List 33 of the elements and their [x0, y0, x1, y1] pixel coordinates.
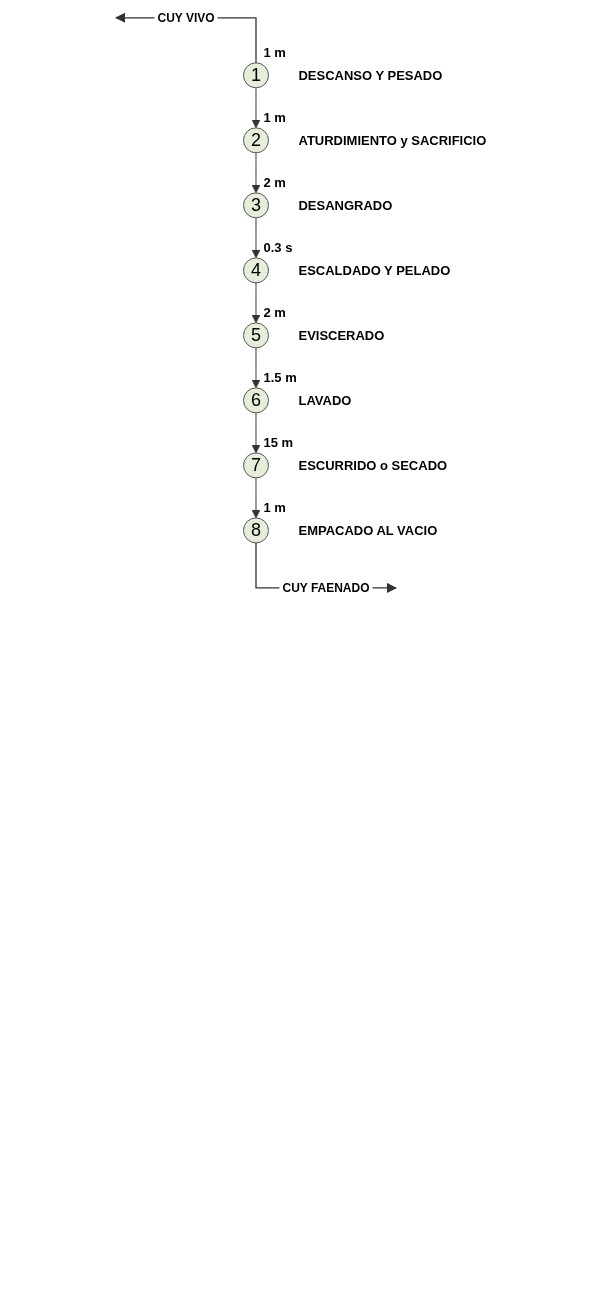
operation-label: ATURDIMIENTO y SACRIFICIO [298, 133, 487, 149]
duration-label: 1 m [263, 109, 286, 125]
node-circle: 2 [242, 127, 269, 154]
arrow [251, 412, 261, 454]
edge-label: CUY FAENADO [282, 580, 370, 595]
duration-label: 2 m [263, 174, 286, 190]
node-circle: 6 [242, 387, 269, 414]
duration-label: 2 m [263, 304, 286, 320]
operation-label: DESANGRADO [298, 198, 393, 214]
node-circle: 7 [242, 452, 269, 479]
duration-label: 15 m [263, 434, 293, 450]
node-circle: 8 [242, 517, 269, 544]
duration-label: 0.3 s [263, 239, 293, 255]
operation-label: DESCANSO Y PESADO [298, 68, 443, 84]
arrow [251, 347, 261, 389]
operation-label: LAVADO [298, 393, 352, 409]
arrow [251, 282, 261, 324]
duration-label: 1.5 m [263, 369, 297, 385]
operation-label: EVISCERADO [298, 328, 385, 344]
arrow [251, 217, 261, 259]
arrow [251, 87, 261, 129]
arrow [251, 152, 261, 194]
duration-label: 1 m [263, 44, 286, 60]
node-circle: 5 [242, 322, 269, 349]
operation-label: ESCALDADO Y PELADO [298, 263, 450, 279]
operation-label: EMPACADO AL VACIO [298, 523, 437, 539]
edge-label: CUY VIVO [157, 10, 215, 25]
node-circle: 3 [242, 192, 269, 219]
duration-label: 1 m [263, 499, 286, 515]
arrow [251, 477, 261, 519]
node-circle: 1 [242, 62, 269, 89]
operation-label: ESCURRIDO o SECADO [298, 458, 447, 474]
node-circle: 4 [242, 257, 269, 284]
